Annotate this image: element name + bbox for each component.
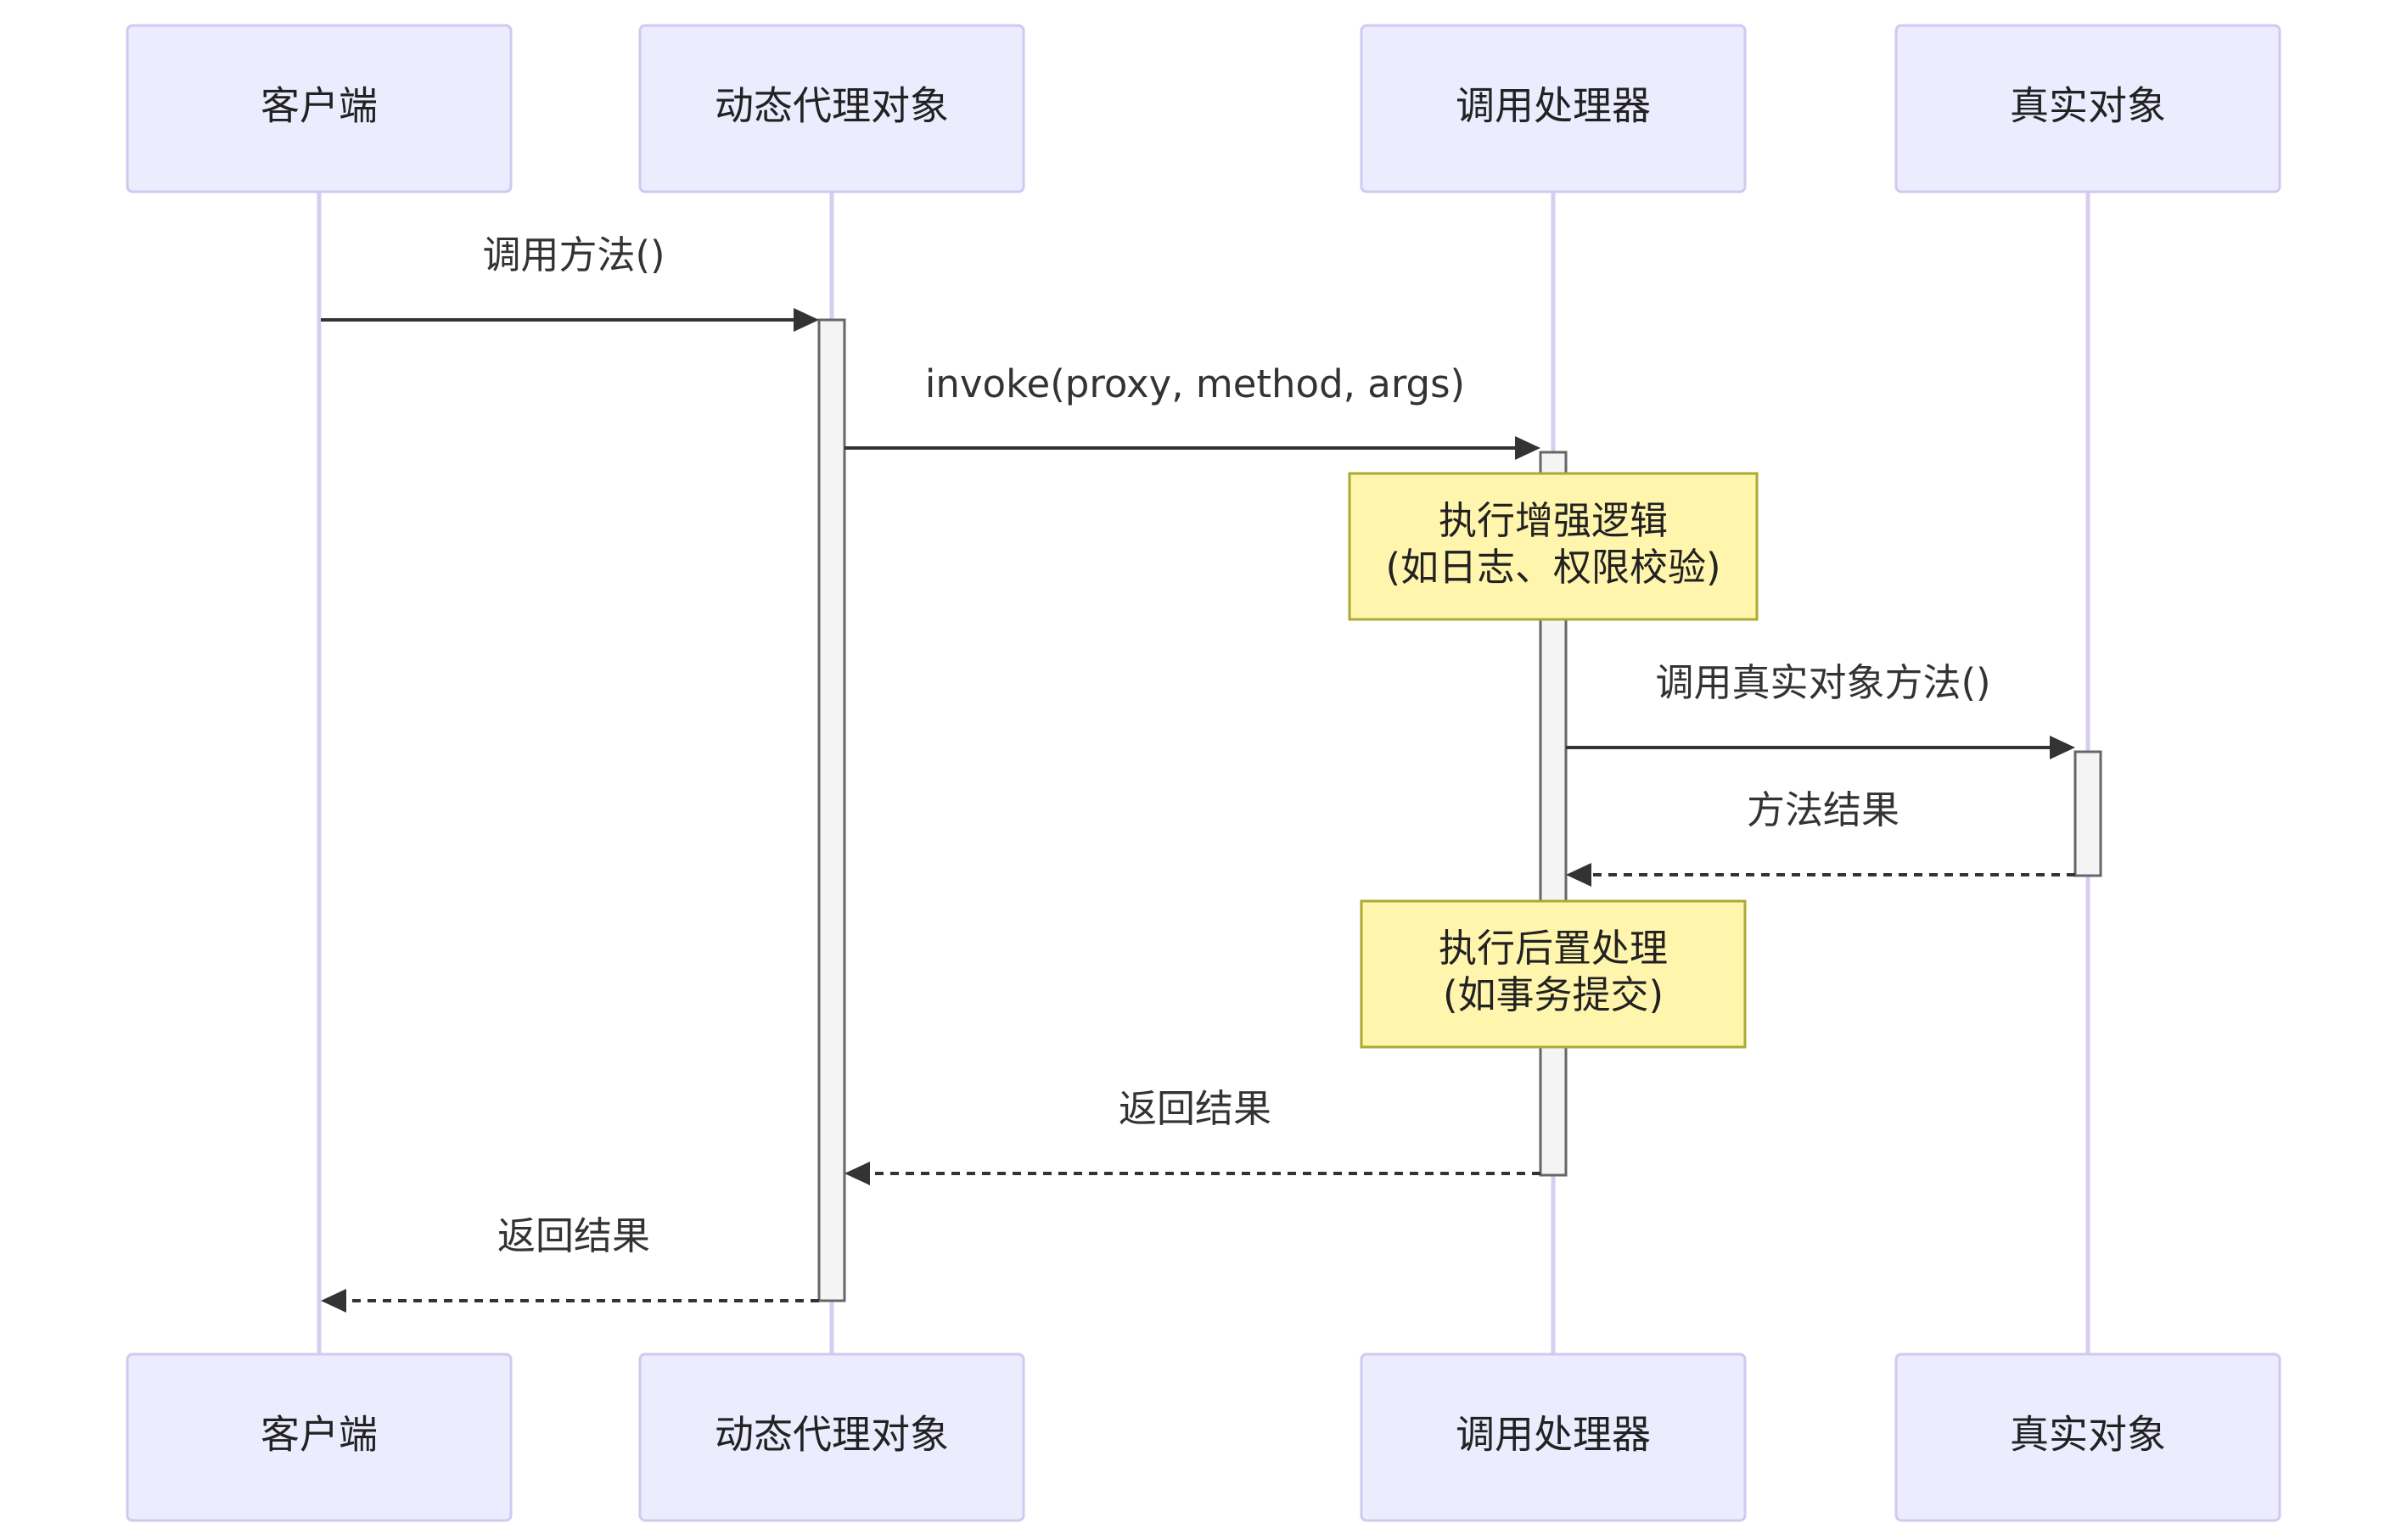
message-label: 返回结果 bbox=[1119, 1086, 1271, 1131]
message-call-method: 调用方法() bbox=[321, 232, 819, 332]
actor-label: 客户端 bbox=[261, 1412, 378, 1458]
note-line: (如日志、权限校验) bbox=[1385, 545, 1720, 590]
actors-bottom: 客户端 动态代理对象 调用处理器 真实对象 bbox=[126, 1352, 2281, 1522]
message-label: 方法结果 bbox=[1747, 787, 1899, 832]
actor-real-top[interactable]: 真实对象 bbox=[1894, 24, 2281, 193]
actor-label: 动态代理对象 bbox=[715, 1412, 949, 1458]
message-invoke: invoke(proxy, method, args) bbox=[844, 361, 1540, 460]
arrowhead-icon bbox=[1515, 436, 1540, 460]
activation-real bbox=[2073, 750, 2102, 877]
message-return-to-client: 返回结果 bbox=[321, 1213, 819, 1313]
arrowhead-icon bbox=[321, 1289, 346, 1313]
actor-proxy-top[interactable]: 动态代理对象 bbox=[638, 24, 1025, 193]
message-label: 返回结果 bbox=[497, 1213, 650, 1258]
activation-proxy bbox=[817, 318, 846, 1302]
actor-label: 客户端 bbox=[261, 83, 378, 129]
message-label: 调用真实对象方法() bbox=[1655, 660, 1990, 705]
message-call-real-method: 调用真实对象方法() bbox=[1566, 660, 2075, 759]
message-label: invoke(proxy, method, args) bbox=[925, 361, 1465, 406]
note-enhance-logic: 执行增强逻辑 (如日志、权限校验) bbox=[1348, 472, 1759, 621]
activations bbox=[817, 318, 2102, 1302]
note-line: 执行后置处理 bbox=[1439, 926, 1668, 971]
actor-handler-top[interactable]: 调用处理器 bbox=[1360, 24, 1747, 193]
message-label: 调用方法() bbox=[482, 232, 665, 277]
actor-label: 调用处理器 bbox=[1456, 83, 1651, 129]
actor-label: 调用处理器 bbox=[1456, 1412, 1651, 1458]
actor-proxy-bottom[interactable]: 动态代理对象 bbox=[638, 1352, 1025, 1522]
actor-real-bottom[interactable]: 真实对象 bbox=[1894, 1352, 2281, 1522]
message-method-result: 方法结果 bbox=[1566, 787, 2075, 887]
messages: 调用方法() invoke(proxy, method, args) 调用真实对… bbox=[321, 232, 2075, 1313]
actor-label: 真实对象 bbox=[2010, 1412, 2166, 1458]
actor-client-bottom[interactable]: 客户端 bbox=[126, 1352, 513, 1522]
note-post-processing: 执行后置处理 (如事务提交) bbox=[1360, 899, 1747, 1049]
actor-label: 动态代理对象 bbox=[715, 83, 949, 129]
arrowhead-icon bbox=[844, 1162, 870, 1185]
actor-handler-bottom[interactable]: 调用处理器 bbox=[1360, 1352, 1747, 1522]
message-return-to-proxy: 返回结果 bbox=[844, 1086, 1540, 1185]
arrowhead-icon bbox=[1566, 863, 1591, 887]
arrowhead-icon bbox=[794, 308, 819, 332]
notes: 执行增强逻辑 (如日志、权限校验) 执行后置处理 (如事务提交) bbox=[1348, 472, 1759, 1049]
actor-label: 真实对象 bbox=[2010, 83, 2166, 129]
actor-client-top[interactable]: 客户端 bbox=[126, 24, 513, 193]
note-line: 执行增强逻辑 bbox=[1439, 498, 1668, 543]
note-line: (如事务提交) bbox=[1443, 972, 1664, 1017]
actors-top: 客户端 动态代理对象 调用处理器 真实对象 bbox=[126, 24, 2281, 193]
arrowhead-icon bbox=[2050, 736, 2075, 759]
